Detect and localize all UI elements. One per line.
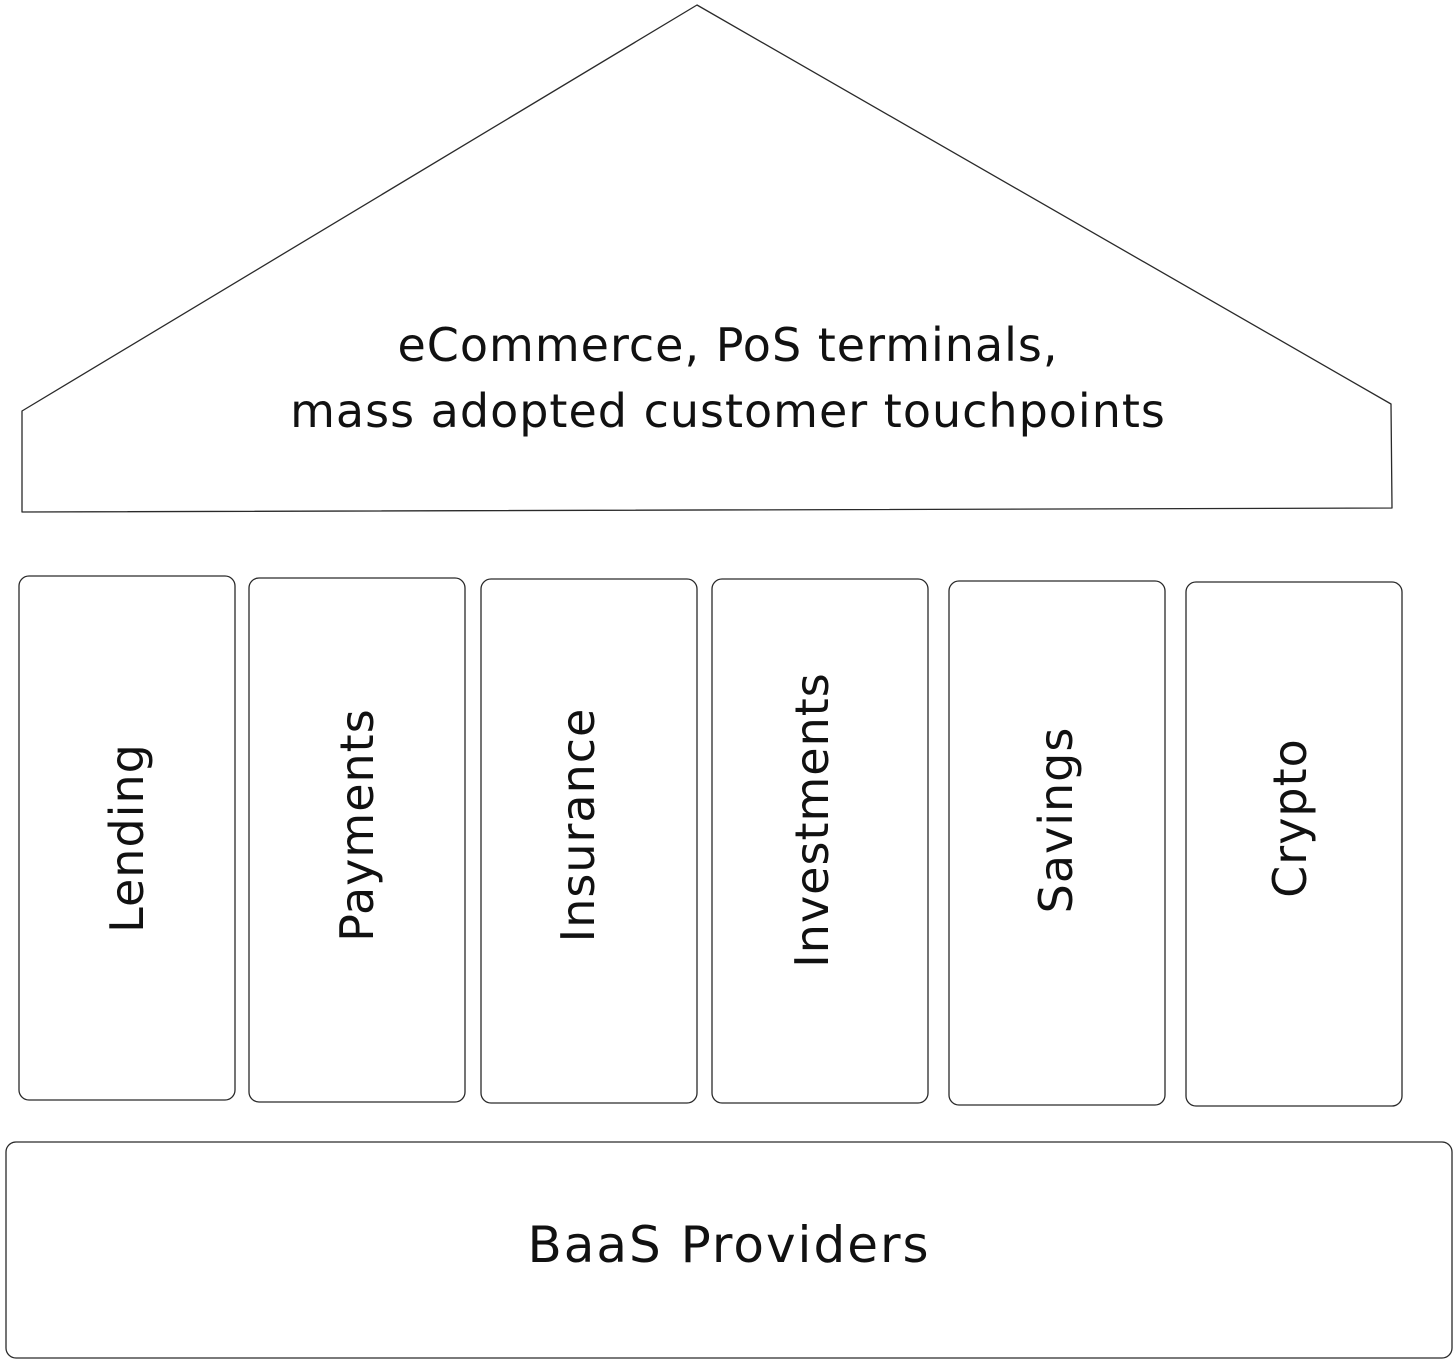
pillar-box-investments — [711, 578, 929, 1104]
pillar-label-payments: Payments — [330, 708, 384, 942]
base-label: BaaS Providers — [527, 1216, 931, 1274]
pillar-label-investments: Investments — [785, 672, 839, 968]
roof-shape — [21, 4, 1393, 513]
pillar-box-savings — [948, 580, 1166, 1106]
pillar-label-lending: Lending — [100, 743, 154, 933]
roof-label-line-2: mass adopted customer touchpoints — [290, 384, 1166, 438]
pillar-box-lending — [18, 575, 236, 1101]
pillar-label-crypto: Crypto — [1263, 738, 1317, 898]
pillar-label-insurance: Insurance — [551, 707, 605, 943]
base-box — [5, 1141, 1453, 1359]
pillar-box-insurance — [480, 578, 698, 1104]
pillar-label-savings: Savings — [1029, 726, 1083, 914]
pillar-box-crypto — [1185, 581, 1403, 1107]
roof-label-line-1: eCommerce, PoS terminals, — [397, 318, 1059, 372]
pillar-box-payments — [248, 577, 466, 1103]
